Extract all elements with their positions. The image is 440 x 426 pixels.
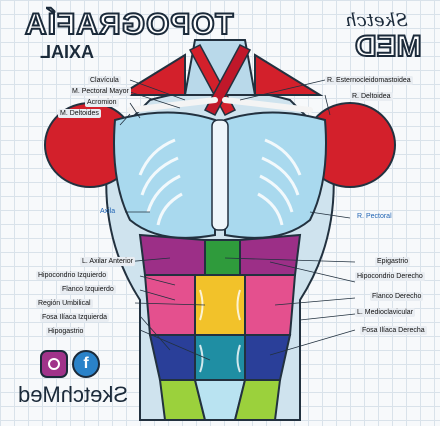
- hypochondrium-right: [240, 235, 300, 275]
- label-umbilical: Región Umbilical: [36, 299, 93, 308]
- title-line2: AXIAL: [40, 42, 94, 63]
- epigastrium: [205, 240, 240, 275]
- sternum: [212, 120, 228, 230]
- label-flanco-der: Flanco Derecho: [370, 292, 423, 301]
- hypochondrium-left: [140, 235, 205, 275]
- facebook-icon: f: [72, 350, 100, 378]
- instagram-icon: [40, 350, 68, 378]
- label-flanco-izq: Flanco Izquierdo: [60, 285, 116, 294]
- label-clavicula: Clavícula: [88, 76, 121, 85]
- label-fosa-izq: Fosa Ilíaca Izquierda: [40, 313, 109, 322]
- label-deltoides: M. Deltoides: [58, 109, 101, 118]
- brand-footer: SketchMed: [18, 382, 128, 408]
- pectoral-left: [114, 113, 215, 238]
- flank-right: [245, 275, 295, 335]
- label-fosa-der: Fosa Ilíaca Derecha: [360, 326, 427, 335]
- label-pectoral: R. Pectoral: [355, 212, 394, 221]
- label-hipocondrio-izq: Hipocondrio Izquierdo: [36, 271, 108, 280]
- title-line1: TOPOGRAFÍA: [24, 8, 233, 42]
- brand-block: MED: [355, 30, 422, 64]
- label-pectoral-mayor: M. Pectoral Mayor: [70, 87, 131, 96]
- label-deltoidea: R. Deltoidea: [350, 92, 393, 101]
- pectoral-right: [225, 113, 326, 238]
- label-epigastrio: Epigastrio: [375, 257, 410, 266]
- brand-script: Sketch: [345, 10, 408, 31]
- label-axilar-anterior: L. Axilar Anterior: [80, 257, 135, 266]
- label-hipocondrio-der: Hipocondrio Derecho: [355, 272, 425, 281]
- label-medioclavicular: L. Medioclavicular: [355, 308, 415, 317]
- label-hipogastrio: Hipogastrio: [46, 327, 85, 336]
- label-esternocleidomastoidea: R. Esternocleidomastoidea: [325, 76, 413, 85]
- label-axila: Axila: [98, 207, 117, 216]
- label-acromion: Acromion: [85, 98, 119, 107]
